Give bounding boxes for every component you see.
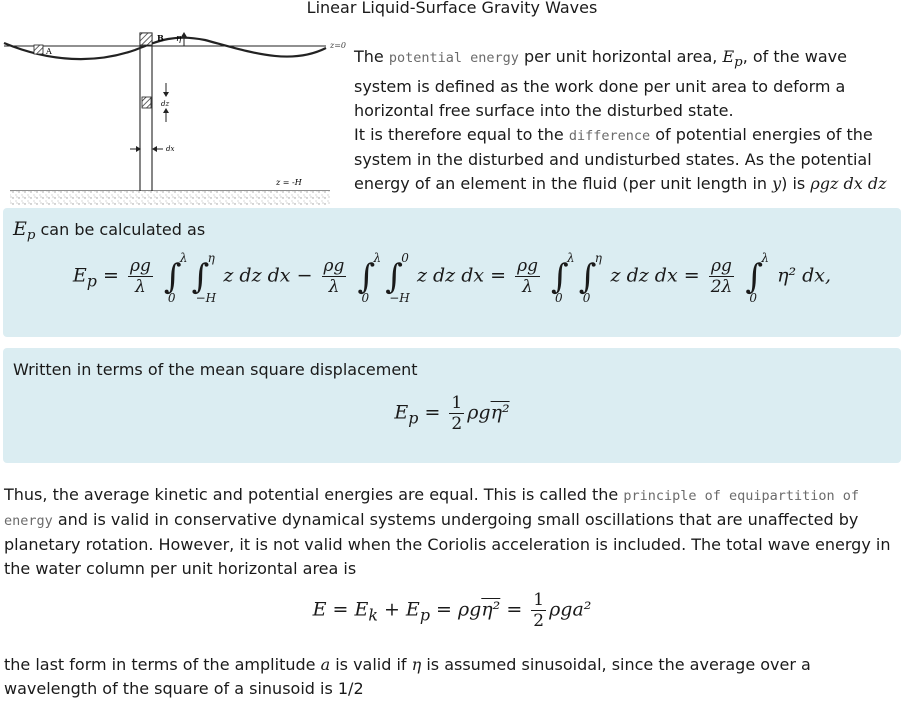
svg-text:η: η — [176, 34, 182, 44]
wave-surface — [3, 36, 327, 61]
term-equipartition: principle of equipartition of energy — [4, 488, 860, 529]
wave-column-diagram: A B η dz dx z=0 z = -H — [3, 32, 346, 205]
svg-text:z = -H: z = -H — [275, 178, 303, 187]
svg-text:B: B — [157, 33, 164, 43]
svg-text:A: A — [45, 47, 52, 56]
svg-text:z=0: z=0 — [329, 41, 346, 50]
page-title: Linear Liquid-Surface Gravity Waves — [306, 0, 598, 17]
svg-text:dx: dx — [166, 145, 174, 153]
element-a — [33, 44, 44, 55]
box-label: Written in terms of the mean square disp… — [13, 360, 418, 379]
svg-text:dz: dz — [161, 100, 169, 108]
equation-box-mean-square: Written in terms of the mean square disp… — [3, 348, 901, 463]
element-dz — [141, 96, 152, 109]
equipartition-paragraph: Thus, the average kinetic and potential … — [4, 485, 891, 578]
intro-paragraph-1: The potential energy per unit horizontal… — [354, 47, 847, 121]
box-label: Ep can be calculated as — [13, 218, 206, 244]
water-column — [139, 32, 153, 192]
term-difference: difference — [568, 128, 651, 145]
intro-text: The potential energy per unit horizontal… — [354, 45, 900, 196]
intro-paragraph-2: It is therefore equal to the difference … — [354, 125, 887, 194]
term-potential-energy: potential energy — [388, 50, 519, 66]
closing-paragraph: the last form in terms of the amplitude … — [4, 655, 811, 698]
sea-bed — [10, 191, 330, 205]
